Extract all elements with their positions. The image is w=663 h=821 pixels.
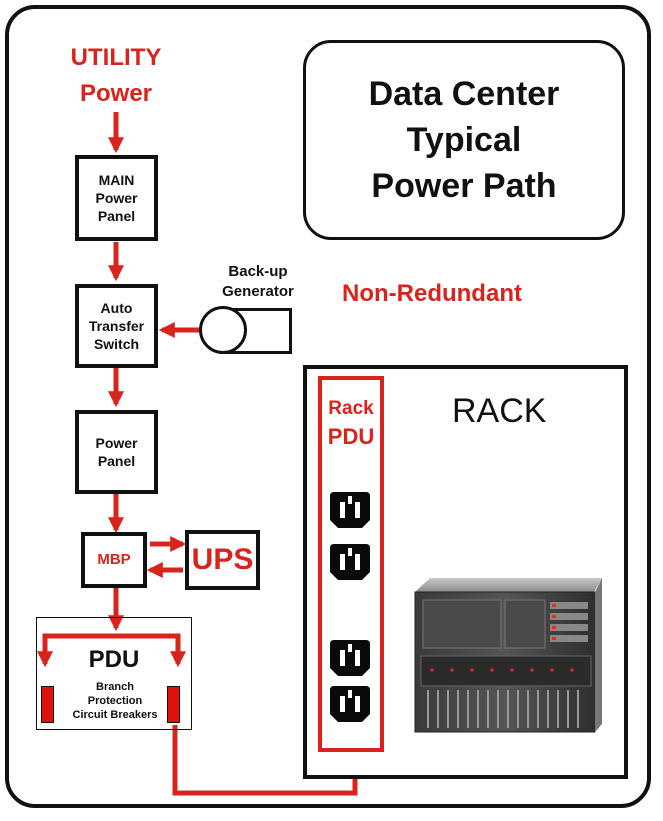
generator-label: Back-up Generator bbox=[222, 263, 294, 300]
utility-power-label: Power bbox=[79, 80, 153, 107]
mbp-label: MBP bbox=[97, 551, 131, 568]
power-panel-label: Power Panel bbox=[95, 435, 138, 469]
rack-label: RACK bbox=[452, 392, 547, 430]
subtitle: Non-Redundant bbox=[342, 280, 522, 307]
pdu-box bbox=[36, 617, 192, 730]
breaker-right bbox=[167, 686, 180, 723]
title-box: Data Center Typical Power Path bbox=[303, 40, 625, 240]
outlet-icon bbox=[330, 640, 370, 676]
ups-label: UPS bbox=[191, 543, 254, 576]
outlet-icon bbox=[330, 544, 370, 580]
pdu-bus-line bbox=[36, 633, 187, 668]
pdu-subtitle: Branch Protection Circuit Breakers bbox=[72, 681, 158, 721]
mbp-box: MBP bbox=[81, 532, 147, 588]
generator-icon bbox=[199, 306, 247, 354]
rack-pdu-label-line2: PDU bbox=[327, 424, 375, 449]
outlet-icon bbox=[330, 492, 370, 528]
power-panel-box: Power Panel bbox=[75, 410, 158, 494]
breaker-left bbox=[41, 686, 54, 723]
page-title: Data Center Typical Power Path bbox=[368, 75, 560, 205]
auto-transfer-switch-box: Auto Transfer Switch bbox=[75, 284, 158, 368]
utility-label: UTILITY bbox=[70, 44, 162, 71]
ups-box: UPS bbox=[185, 530, 260, 590]
outlet-icon bbox=[330, 686, 370, 722]
auto-transfer-switch-label: Auto Transfer Switch bbox=[88, 300, 145, 352]
main-power-panel-label: MAIN Power Panel bbox=[95, 172, 138, 224]
pdu-title: PDU bbox=[88, 646, 140, 673]
main-power-panel-box: MAIN Power Panel bbox=[75, 155, 158, 241]
rack-pdu-label-line1: Rack bbox=[328, 398, 374, 419]
